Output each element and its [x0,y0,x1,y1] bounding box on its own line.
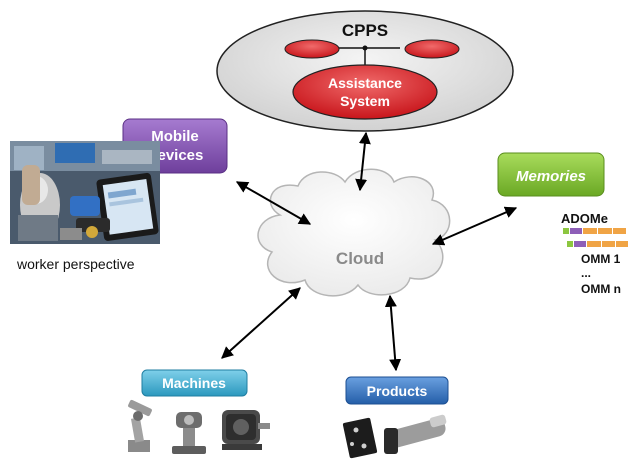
arrow-cloud-products [384,294,402,372]
cloud-node: Cloud [257,168,451,297]
adome-block: ADOMe [561,211,628,247]
cpps-component-left [284,39,340,59]
cpps-component-right [404,39,460,59]
arrow-cloud-cpps [355,131,371,192]
cloud-label: Cloud [336,249,384,268]
assistance-label-line1: Assistance [328,75,402,91]
actuator-part-icon [384,414,447,454]
assistance-label-line2: System [340,93,390,109]
cpps-title: CPPS [342,21,388,40]
electric-motor-icon [222,410,270,450]
omm-ellipsis: ... [581,266,592,280]
flow-meter-icon [172,412,206,454]
products-node: Products [345,376,449,405]
memories-label: Memories [516,168,586,185]
assistance-system-node [292,64,438,120]
adome-bars [563,228,628,247]
bracket-part-icon [342,417,378,459]
cpps-node: CPPS Assistance System [216,10,514,132]
arrow-cloud-memories [431,206,518,246]
robot-arm-icon [128,399,152,452]
arrow-cloud-mobile [235,181,312,225]
adome-title: ADOMe [561,211,608,226]
worker-perspective-caption: worker perspective [17,256,135,272]
memories-node: Memories [497,152,605,197]
machines-node: Machines [141,369,248,397]
omm-item-1: OMM 1 [581,252,621,266]
arrow-cloud-machines [221,287,301,359]
mobile-label-line2: Devices [147,147,204,164]
machines-label: Machines [162,375,226,391]
products-label: Products [367,383,428,399]
mobile-label-line1: Mobile [151,128,199,145]
worker-tablet-photo [10,141,160,244]
omm-item-n: OMM n [581,282,621,296]
